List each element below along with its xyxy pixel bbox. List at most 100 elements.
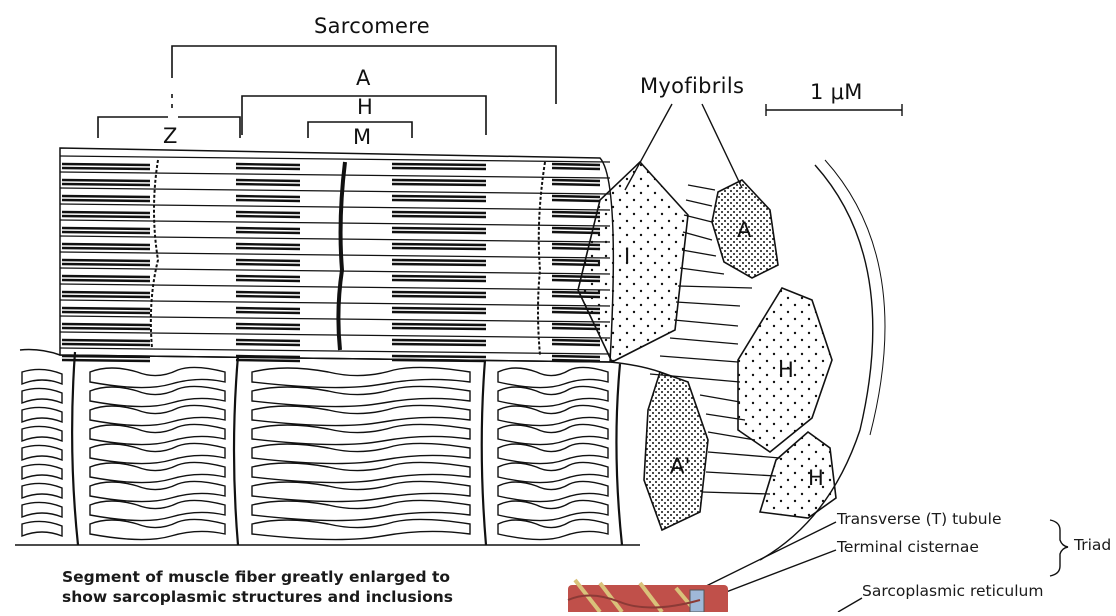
thick-filament [392,356,486,357]
thick-filament [236,180,300,181]
thick-filament [236,196,300,197]
thick-filament [236,164,300,165]
thick-filament [392,164,486,165]
thick-filament [552,168,600,169]
myofibril-cylinder [60,148,613,362]
thick-filament [392,184,486,185]
reticulum-loop [90,500,225,520]
myofibrils-label: Myofibrils [640,74,744,98]
reticulum-loop [252,500,470,520]
reticulum-loop [22,369,62,384]
fibril-a-prime-label: A' [670,454,691,478]
reticulum-loop [22,445,62,460]
thick-filament [62,184,150,185]
sarcolemma-arc-inner [825,160,885,435]
thick-filament [62,216,150,217]
thick-filament [392,180,486,181]
thick-filament [236,212,300,213]
thick-filament [236,324,300,325]
reticulum-loop [90,367,225,387]
reticulum-loop [22,426,62,441]
thick-filament [392,280,486,281]
caption-line-2: show sarcoplasmic structures and inclusi… [62,588,453,607]
thick-filament [62,260,150,261]
fibril-h2-label: H [808,466,824,490]
h-band-label: H [357,95,373,119]
thick-filament [392,328,486,329]
thick-filament [392,276,486,277]
reticulum-loop [22,464,62,479]
thick-filament [62,248,150,249]
thick-filament [392,296,486,297]
reticulum-loop [252,519,470,539]
thick-filament [392,216,486,217]
fibril-a-label: A [737,218,752,242]
reticulum-loop [252,386,470,406]
thick-filament [236,276,300,277]
thick-filament [392,264,486,265]
reticulum-loop [90,481,225,501]
thick-filament [236,292,300,293]
thick-filament [552,356,600,357]
fibril-i-label: I [624,244,631,268]
reticulum-loop [252,405,470,425]
thick-filament [62,296,150,297]
thick-filament [236,184,300,185]
thick-filament [392,168,486,169]
thick-filament [62,292,150,293]
thick-filament [62,276,150,277]
thick-filament [392,232,486,233]
reticulum-loop [90,424,225,444]
thick-filament [236,340,300,341]
a-band-label: A [356,66,371,90]
triad-label: Triad [1074,536,1111,554]
thick-filament [392,312,486,313]
reticulum-loop [498,519,608,539]
thick-filament [236,228,300,229]
thick-filament [392,212,486,213]
inset-illustration [568,580,728,612]
thick-filament [392,196,486,197]
thick-filament [552,328,600,329]
thick-filament [62,328,150,329]
thick-filament [392,340,486,341]
thick-filament [552,344,600,345]
thick-filament [62,324,150,325]
thick-filament [62,308,150,309]
terminal-cisternae-label: Terminal cisternae [837,538,979,556]
reticulum-loop [22,521,62,536]
z-line-label: Z [163,124,178,148]
reticulum-loop [252,443,470,463]
fibril-a-prime [644,372,708,530]
thick-filament [62,244,150,245]
thick-filament [392,228,486,229]
thick-filament [62,168,150,169]
reticulum-leader [838,598,862,612]
reticulum-loop [90,386,225,406]
thick-filament [552,180,600,181]
m-line-label: M [353,125,371,149]
thick-filament [552,196,600,197]
thick-filament [62,180,150,181]
reticulum-loop [90,462,225,482]
scale-label: 1 μM [810,80,863,104]
thick-filament [62,344,150,345]
t-tubule-label: Transverse (T) tubule [837,510,1001,528]
reticulum-loop [90,519,225,539]
reticulum-loop [498,462,608,482]
thick-filament [236,328,300,329]
thick-filament [392,248,486,249]
myofibrils-leader-2 [702,104,742,188]
reticulum-loop [252,462,470,482]
thick-filament [236,360,300,361]
reticulum-loop [252,481,470,501]
thick-filament [62,312,150,313]
thick-filament [62,264,150,265]
reticulum-loop [498,443,608,463]
reticulum-loop [498,386,608,406]
thick-filament [236,312,300,313]
reticulum-loop [22,483,62,498]
reticulum-loop [252,367,470,387]
thick-filament [392,308,486,309]
